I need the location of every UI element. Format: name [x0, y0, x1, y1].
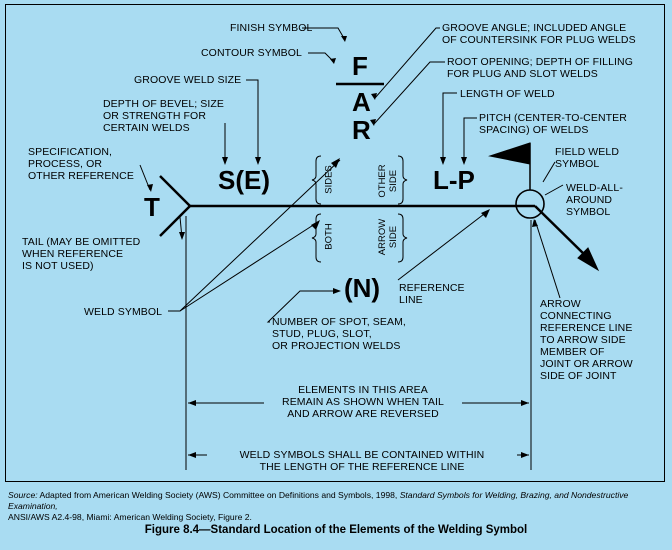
arrow-line — [534, 205, 589, 259]
symbol-F: F — [352, 51, 368, 81]
weld-all-around-circle — [515, 189, 545, 219]
label-finish-symbol: FINISH SYMBOL — [230, 22, 313, 34]
symbol-N: (N) — [344, 273, 381, 303]
label-contour-symbol: CONTOUR SYMBOL — [201, 47, 302, 59]
symbol-T: T — [144, 192, 160, 222]
label-number-of-spot: NUMBER OF SPOT, SEAM,STUD, PLUG, SLOT,OR… — [272, 316, 406, 352]
symbol-SE: S(E) — [218, 165, 270, 195]
vert-sides: SIDES — [323, 165, 335, 194]
symbol-R: R — [352, 115, 371, 145]
tail-upper — [159, 175, 191, 207]
field-weld-flag — [488, 142, 531, 165]
source-note: Source: Adapted from American Welding So… — [8, 490, 629, 522]
label-groove-weld-size: GROOVE WELD SIZE — [134, 74, 242, 86]
figure-frame — [5, 4, 665, 482]
brace-upper-right — [397, 155, 408, 205]
brace-lower-left — [311, 213, 322, 263]
symbol-A: A — [352, 87, 371, 117]
brace-lower-right — [397, 213, 408, 263]
arrowhead — [577, 247, 600, 272]
label-weld-symbol: WELD SYMBOL — [84, 306, 163, 318]
brace-upper-left — [311, 155, 322, 205]
tail-lower — [159, 205, 191, 237]
vert-both: BOTH — [323, 223, 335, 250]
figure-caption: Figure 8.4—Standard Location of the Elem… — [144, 524, 528, 536]
label-length-of-weld: LENGTH OF WELD — [460, 88, 555, 100]
symbol-LP: L-P — [433, 165, 475, 195]
